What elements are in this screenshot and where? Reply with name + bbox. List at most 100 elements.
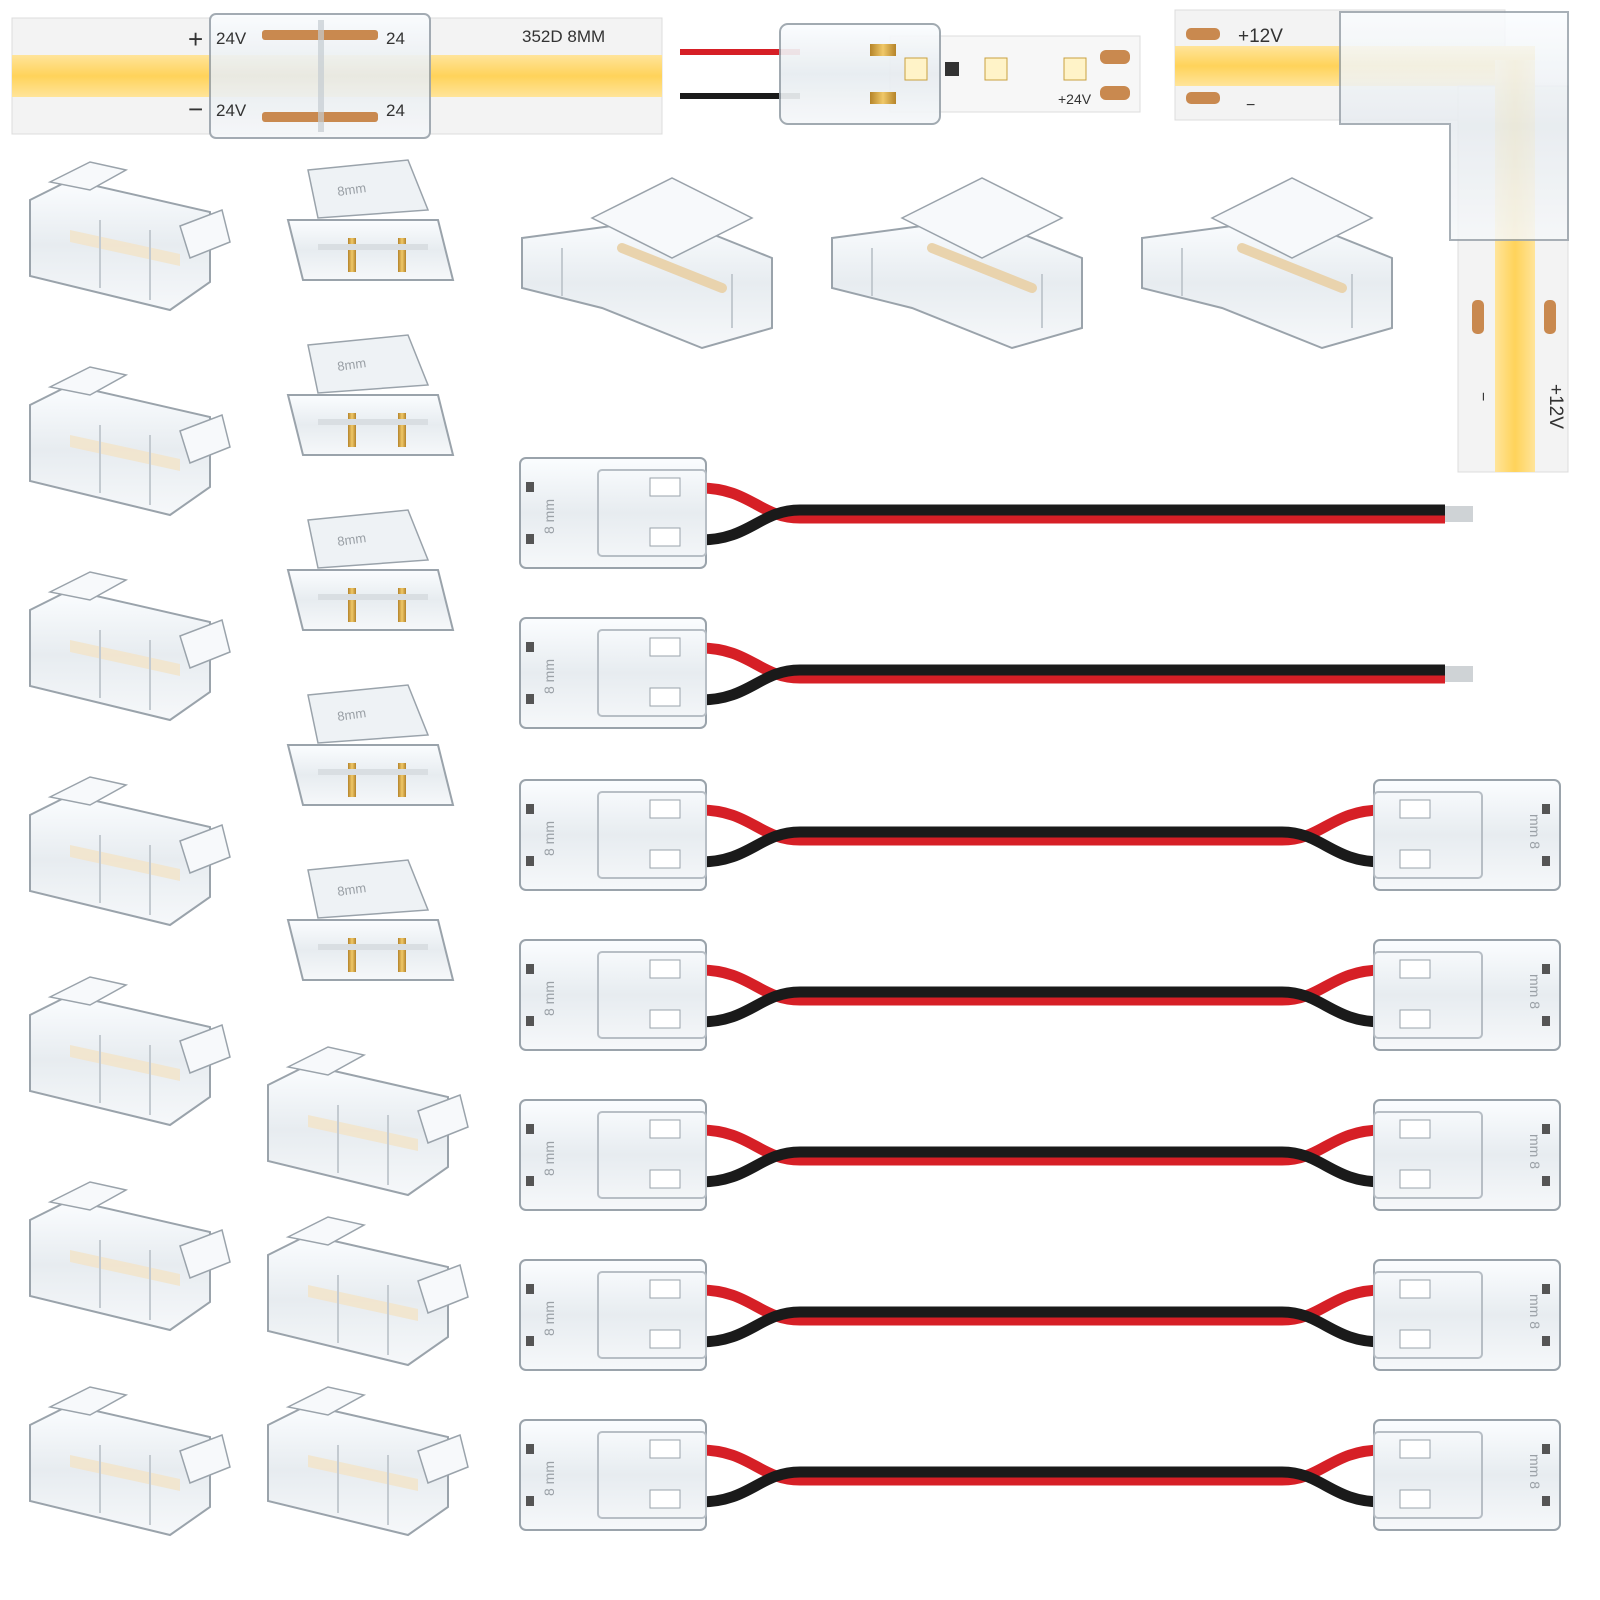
hinged-connector-bar [318,419,428,425]
cable-head: 8 mm [519,779,707,891]
cable-head-marking: 8 mm [541,821,557,856]
jumper-cable: 8 mm mm 8 [519,1259,1561,1371]
cable-head: 8 mm [519,1259,707,1371]
hinged-connector: 8mm [286,684,455,806]
cable-head-terminal-top [649,1119,681,1139]
hinged-connector-marking: 8mm [336,705,367,724]
cable-head-terminal-top [649,637,681,657]
flat-connector-latch-right [179,208,231,259]
hinged-connector-bar [318,244,428,250]
cable-head-slot [526,1124,534,1134]
flat-connector-contact [70,640,180,676]
cable-head-slot [1542,1124,1550,1134]
flat-connector-latch-right [417,1093,469,1144]
red-wire [699,964,1383,1006]
flat-connector [29,571,231,722]
cable-head-marking: mm 8 [1527,1134,1543,1169]
hinged-connector-bar [318,944,428,950]
hinged-connector-lid [307,334,430,394]
flat-connector-contact [70,435,180,471]
cable-head-terminal-bottom [1399,849,1431,869]
flat-connector-latch-right [179,618,231,669]
pigtail-cable: 8 mm [519,457,1473,569]
red-wire [699,804,1383,846]
l-connector-contact [927,243,1037,293]
cable-head: 8 mm [519,1099,707,1211]
cable-head-terminal-bottom [649,687,681,707]
cable-head-slot [1542,1496,1550,1506]
cable-head: mm 8 [1373,1259,1561,1371]
red-wire [699,1284,1383,1326]
corner-pad-v2 [1544,300,1556,334]
cable-head-slot [526,1444,534,1454]
flat-connector-latch-left [47,1386,129,1416]
cable-head-marking: 8 mm [541,1461,557,1496]
l-connector [1141,177,1393,350]
plus-sign: + [188,24,203,54]
smd-strip-panel: +24V [680,23,1141,125]
flat-connector-contact [308,1115,418,1151]
cable-head-frame [597,1271,707,1359]
cable-head-terminal-top [1399,1279,1431,1299]
l-connector-top [1210,177,1374,259]
hinged-connector-pin-right [398,238,406,272]
cable-head-frame [1373,1271,1483,1359]
wire-tip [1445,674,1473,682]
cable-head-terminal-top [1399,1439,1431,1459]
cable-head-terminal-top [649,799,681,819]
smd-gold-pin-bottom [870,92,896,104]
jumper-cable: 8 mm mm 8 [519,1099,1561,1211]
red-wire [699,1124,1383,1166]
red-wire [699,642,1445,684]
flat-connector-latch-right [179,823,231,874]
black-wire [699,664,1445,706]
flat-connector [29,1181,231,1332]
corner-vertical-voltage: +12V [1545,384,1566,429]
smd-led-3 [1063,57,1087,81]
cable-head-terminal-bottom [1399,1329,1431,1349]
cable-head-terminal-top [1399,799,1431,819]
flat-connector-latch-right [179,1023,231,1074]
pigtail-cable: 8 mm [519,617,1473,729]
corner-strip-panel: +12V − +12V − [1174,9,1569,473]
l-connector-top [900,177,1064,259]
flat-connector-latch-left [285,1386,367,1416]
smd-led-2 [984,57,1008,81]
cable-head-marking: mm 8 [1527,814,1543,849]
flat-connector-contact [308,1285,418,1321]
cable-head-slot [526,1496,534,1506]
cable-head-frame [1373,951,1483,1039]
smd-led-1 [904,57,928,81]
flat-connector-contact [70,1455,180,1491]
cable-head-marking: 8 mm [541,1141,557,1176]
l-connector [521,177,773,350]
cable-head-slot [526,856,534,866]
l-connector-top [590,177,754,259]
cable-head-terminal-top [649,959,681,979]
cable-head: 8 mm [519,617,707,729]
cable-head-slot [1542,964,1550,974]
connector-center-seam [318,20,324,132]
l-connector-contact [617,243,727,293]
hinged-connector-pin-left [348,588,356,622]
flat-connector-latch-left [47,366,129,396]
cable-head-marking: 8 mm [541,981,557,1016]
corner-minus-h: − [1246,97,1255,114]
cable-head-marking: 8 mm [541,499,557,534]
bottom-left-voltage: 24V [216,101,247,120]
hinged-connector: 8mm [286,859,455,981]
cable-head-slot [1542,1336,1550,1346]
cable-head-marking: 8 mm [541,1301,557,1336]
flat-connector [29,976,231,1127]
cable-head-slot [526,1336,534,1346]
cable-head-slot [1542,856,1550,866]
flat-connector [29,1386,231,1537]
cable-head-frame [597,469,707,557]
cable-head-frame [1373,1431,1483,1519]
hinged-connector: 8mm [286,334,455,456]
corner-horizontal-voltage: +12V [1238,26,1283,47]
cable-head-terminal-top [1399,1119,1431,1139]
hinged-connector-pin-left [348,763,356,797]
cable-head-frame [597,629,707,717]
